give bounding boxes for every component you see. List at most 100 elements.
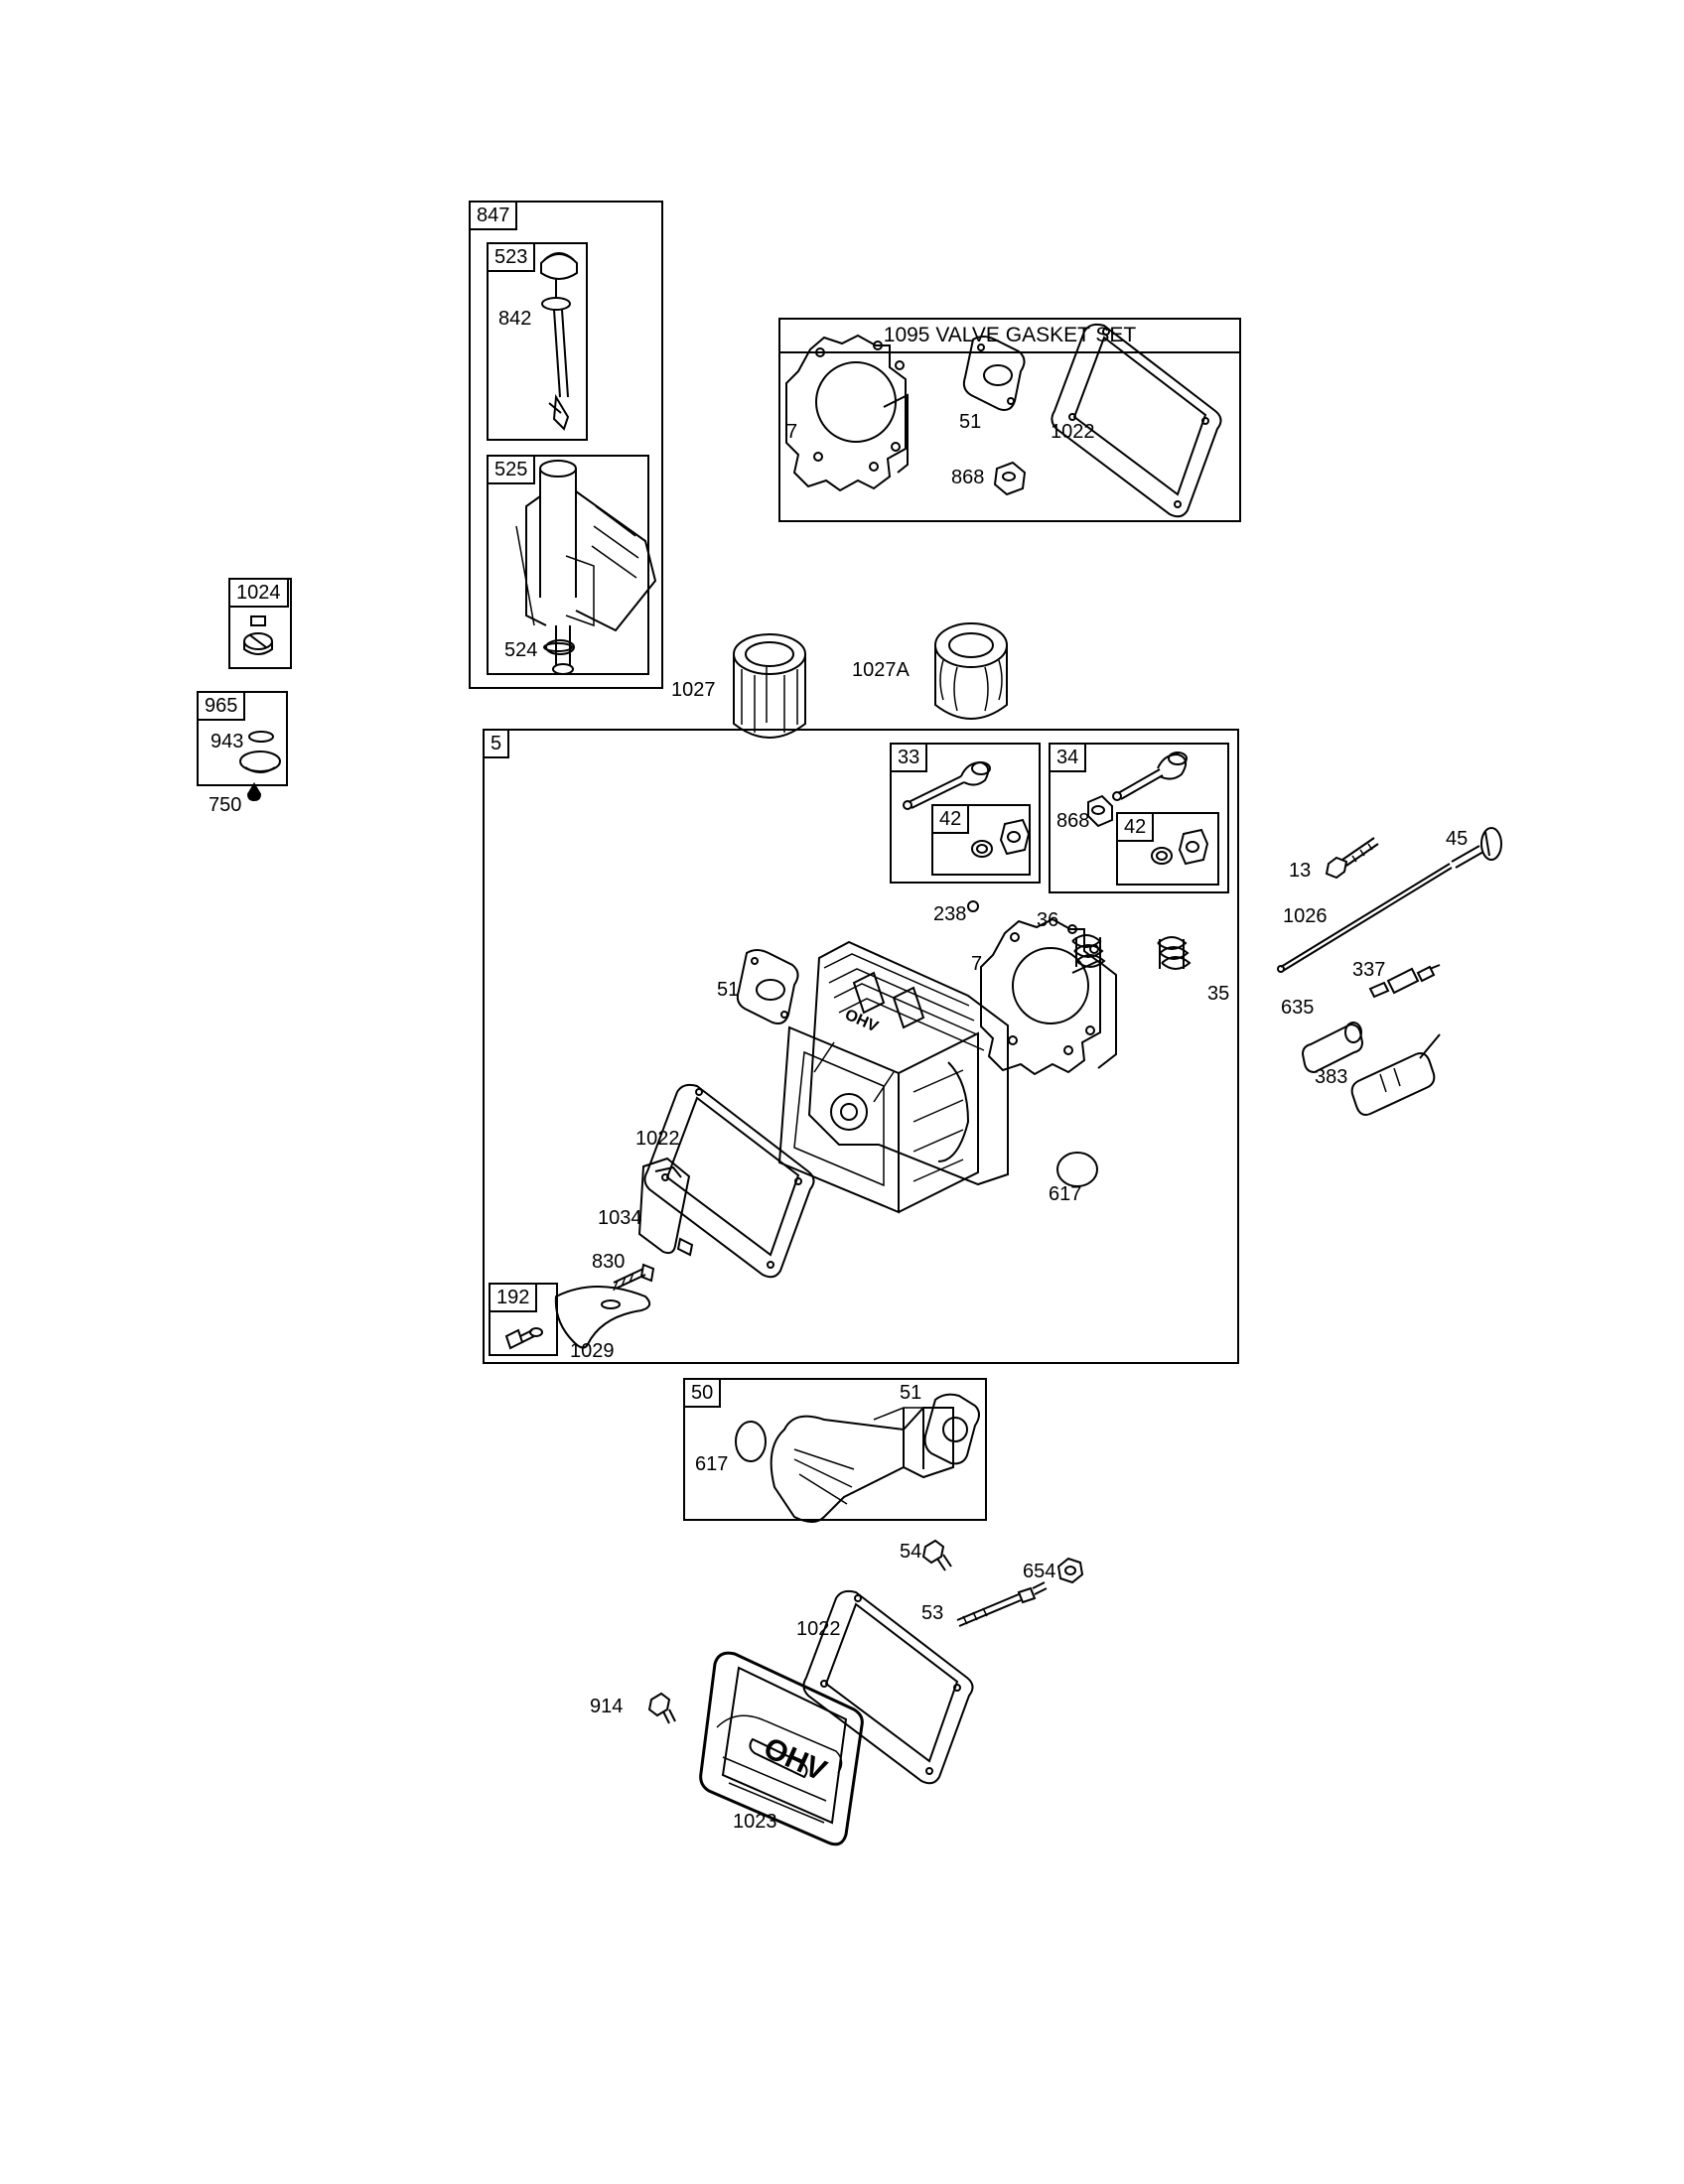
kit-box-42b: 42 <box>1116 812 1219 886</box>
kit-box-42a: 42 <box>931 804 1031 876</box>
retainer-238-drawing <box>968 901 978 911</box>
kit-box-965: 965 <box>197 691 288 786</box>
oil-filter-1027A-drawing <box>935 623 1007 719</box>
callout-337: 337 <box>1352 959 1386 981</box>
callout-1022-cover: 1022 <box>796 1618 841 1640</box>
spring-35-drawing <box>1158 937 1190 969</box>
gasket-51b-drawing <box>925 1395 979 1464</box>
cover-965-drawing <box>240 732 280 772</box>
nut-654-drawing <box>1058 1559 1082 1582</box>
callout-35: 35 <box>1207 983 1230 1005</box>
callout-54: 54 <box>900 1541 922 1563</box>
screw-192-drawing <box>506 1328 542 1348</box>
dipstick-tube-drawing <box>516 461 655 674</box>
bolt-13-drawing <box>1327 838 1378 878</box>
callout-1027: 1027 <box>671 679 716 701</box>
kit-tag-5: 5 <box>483 729 510 758</box>
breather-1034-drawing <box>639 1159 692 1255</box>
kit-tag-847: 847 <box>469 201 518 230</box>
callout-53: 53 <box>921 1602 944 1624</box>
kit-box-50-intake: 50 <box>683 1378 987 1521</box>
stud-830-drawing <box>614 1265 653 1291</box>
deflector-1029-drawing <box>556 1287 649 1348</box>
callout-7: 7 <box>971 953 983 975</box>
kit-tag-525: 525 <box>487 455 536 484</box>
callout-524: 524 <box>504 639 538 661</box>
bolt-54-drawing <box>923 1541 951 1570</box>
callout-383: 383 <box>1315 1066 1348 1088</box>
kit-box-192: 192 <box>489 1283 558 1356</box>
spark-plug-337-drawing <box>1370 965 1440 997</box>
callout-1023: 1023 <box>733 1811 777 1833</box>
callout-914: 914 <box>590 1696 624 1717</box>
kit-box-5-cylinder-head: 5 <box>483 729 1239 1364</box>
kit-box-525: 525 <box>487 455 649 675</box>
kit-tag-34: 34 <box>1049 743 1087 772</box>
callout-635: 635 <box>1281 997 1315 1019</box>
callout-1029: 1029 <box>570 1340 615 1362</box>
valve-34-drawing <box>1113 752 1187 800</box>
kit-tag-50: 50 <box>683 1378 722 1408</box>
seal-868-set-drawing <box>995 463 1025 494</box>
callout-1022-head: 1022 <box>635 1128 680 1150</box>
plug-1024-drawing <box>244 616 272 654</box>
callout-set-1022: 1022 <box>1051 421 1095 443</box>
valve-33-drawing <box>904 762 990 809</box>
callout-51: 51 <box>717 979 740 1001</box>
kit-tag-33: 33 <box>890 743 928 772</box>
kit-box-847: 847 <box>469 201 663 689</box>
callout-617-head: 617 <box>1049 1183 1082 1205</box>
callout-1034: 1034 <box>598 1207 642 1229</box>
push-rod-1026-drawing <box>1278 864 1452 972</box>
o-ring-617a-drawing <box>1057 1153 1097 1186</box>
boot-635-drawing <box>1303 1023 1362 1072</box>
tappet-45-drawing <box>1452 828 1501 868</box>
callout-set-51: 51 <box>959 411 982 433</box>
cylinder-head-drawing <box>779 942 1008 1212</box>
kit-tag-523: 523 <box>487 242 536 272</box>
rocker-gasket-1022-set-drawing <box>1052 325 1220 516</box>
callout-868: 868 <box>1056 810 1090 832</box>
kit-box-33: 33 <box>890 743 1041 884</box>
kit-tag-1024: 1024 <box>228 578 289 608</box>
kit-box-523: 523 <box>487 242 588 441</box>
callout-51-intake: 51 <box>900 1382 922 1404</box>
valve-gasket-set-box: 1095 VALVE GASKET SET <box>778 318 1241 522</box>
valve-gasket-set-title: 1095 VALVE GASKET SET <box>780 320 1239 353</box>
tube-o-ring-524 <box>546 640 574 654</box>
kit-tag-965: 965 <box>197 691 246 721</box>
keepers-42b-drawing <box>1152 830 1207 864</box>
rocker-gasket-1022-drawing <box>644 1085 813 1277</box>
callout-1027A: 1027A <box>852 659 910 681</box>
o-ring-617b-drawing <box>736 1422 766 1461</box>
screw-750-icon <box>248 784 260 800</box>
dipstick-drawing <box>541 253 577 429</box>
kit-box-34: 34 <box>1049 743 1229 893</box>
callout-617-intake: 617 <box>695 1453 729 1475</box>
callout-13: 13 <box>1289 860 1312 882</box>
gasket-51-set-drawing <box>964 337 1025 410</box>
kit-tag-42a: 42 <box>931 804 970 834</box>
screw-914-drawing <box>649 1694 675 1723</box>
valve-cover-1023-drawing <box>701 1653 863 1844</box>
callout-set-7: 7 <box>786 421 798 443</box>
seal-868b-drawing <box>1088 796 1112 826</box>
kit-box-1024: 1024 <box>228 578 292 669</box>
callout-830: 830 <box>592 1251 626 1273</box>
callout-750: 750 <box>209 794 242 816</box>
rocker-gasket-1022b-drawing <box>803 1591 972 1783</box>
spring-36-drawing <box>1072 935 1104 967</box>
kit-tag-42b: 42 <box>1116 812 1155 842</box>
gasket-51-drawing <box>738 950 798 1024</box>
oil-filter-1027-drawing <box>734 634 805 738</box>
head-gasket-7-set-drawing <box>786 336 908 490</box>
callout-36: 36 <box>1037 909 1059 931</box>
callout-45: 45 <box>1446 828 1469 850</box>
callout-set-868: 868 <box>951 467 985 488</box>
callout-238: 238 <box>933 903 967 925</box>
stud-53-drawing <box>957 1582 1047 1626</box>
ignition-coil-383-drawing <box>1352 1034 1440 1115</box>
callout-654: 654 <box>1023 1561 1056 1582</box>
